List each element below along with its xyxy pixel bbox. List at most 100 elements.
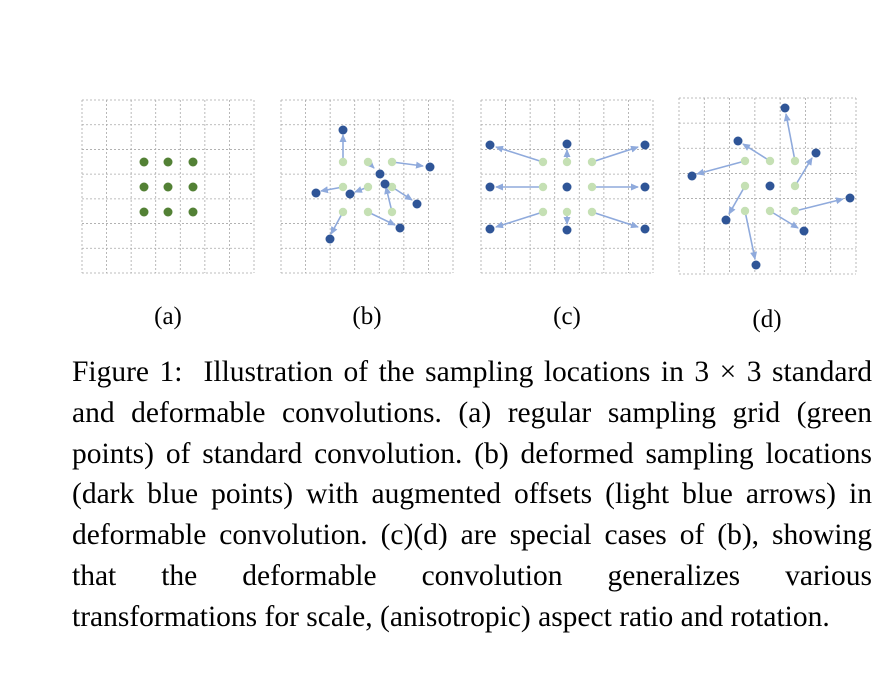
regular-point	[163, 157, 173, 167]
faded-point	[387, 157, 397, 167]
deformed-point	[640, 224, 650, 234]
regular-point	[163, 207, 173, 217]
deformed-point	[751, 260, 761, 270]
faded-point	[587, 207, 597, 217]
faded-point	[765, 156, 775, 166]
regular-point	[139, 157, 149, 167]
offset-arrows	[495, 145, 639, 229]
grid	[81, 99, 255, 274]
deformed-points	[485, 139, 650, 235]
faded-point	[338, 182, 348, 192]
offset-arrow	[769, 210, 799, 229]
deformed-point	[811, 148, 821, 158]
faded-point	[790, 181, 800, 191]
faded-point	[740, 206, 750, 216]
faded-point	[538, 157, 548, 167]
offset-arrows	[696, 113, 844, 260]
faded-point	[562, 207, 572, 217]
faded-point	[562, 157, 572, 167]
deformed-point	[425, 162, 435, 172]
faded-point	[387, 207, 397, 217]
deformed-points	[687, 103, 855, 270]
regular-point	[188, 182, 198, 192]
offset-arrow	[744, 210, 757, 260]
panel-label: (a)	[154, 303, 182, 330]
deformed-point	[338, 125, 348, 135]
faded-point	[538, 207, 548, 217]
regular-points	[139, 157, 198, 217]
offset-arrow	[742, 143, 771, 162]
deformed-points	[311, 125, 435, 244]
faded-point	[740, 181, 750, 191]
deformed-point	[687, 171, 697, 181]
deformed-point	[325, 234, 335, 244]
regular-point	[139, 207, 149, 217]
offset-arrow	[495, 145, 544, 163]
grid	[678, 97, 857, 275]
deformed-point	[485, 224, 495, 234]
deformed-point	[733, 136, 743, 146]
offset-arrow	[728, 185, 746, 215]
deformed-point	[380, 179, 390, 189]
faded-point	[363, 182, 373, 192]
regular-point	[139, 182, 149, 192]
offset-arrow	[794, 157, 813, 187]
panel-a: (a)	[81, 99, 255, 330]
regular-point	[188, 157, 198, 167]
faded-point	[790, 156, 800, 166]
deformed-point	[765, 181, 775, 191]
faded-point	[587, 157, 597, 167]
deformed-point	[412, 199, 422, 209]
offset-arrow	[794, 197, 844, 212]
regular-point	[163, 182, 173, 192]
offset-arrows	[320, 134, 424, 235]
deformed-point	[780, 103, 790, 113]
deformed-point	[311, 188, 321, 198]
offset-arrow	[696, 160, 746, 176]
faded-point	[363, 207, 373, 217]
offset-arrow	[591, 145, 639, 163]
figure-caption-label: Figure 1:	[72, 356, 183, 388]
deformed-point	[395, 223, 405, 233]
faded-point	[587, 182, 597, 192]
offset-arrow	[783, 113, 796, 162]
panel-label: (b)	[352, 303, 381, 330]
deformed-point	[640, 140, 650, 150]
faded-point	[338, 207, 348, 217]
offset-arrow	[495, 211, 544, 229]
faded-point	[740, 156, 750, 166]
deformed-point	[345, 189, 355, 199]
figure-caption: Figure 1: Illustration of the sampling l…	[72, 352, 872, 638]
faded-point	[338, 157, 348, 167]
offset-arrow	[384, 186, 393, 213]
figure-illustration: (a)	[81, 97, 857, 333]
deformed-point	[845, 193, 855, 203]
deformed-point	[562, 225, 572, 235]
deformed-point	[562, 182, 572, 192]
offset-arrow	[591, 211, 639, 229]
deformed-point	[799, 226, 809, 236]
deformed-point	[485, 140, 495, 150]
faded-point	[790, 206, 800, 216]
offset-arrow	[391, 161, 424, 169]
faded-regular-points	[338, 157, 397, 217]
faded-point	[363, 157, 373, 167]
deformed-point	[375, 169, 385, 179]
faded-point	[387, 182, 397, 192]
panel-label: (c)	[553, 303, 581, 330]
grid	[280, 99, 454, 274]
deformed-point	[721, 215, 731, 225]
faded-regular-points	[740, 156, 800, 216]
deformed-point	[640, 182, 650, 192]
panel-b: (b)	[280, 99, 454, 330]
deformed-point	[485, 182, 495, 192]
offset-arrow	[367, 211, 396, 226]
panel-label: (d)	[752, 306, 781, 333]
faded-point	[765, 206, 775, 216]
faded-point	[538, 182, 548, 192]
panel-d: (d)	[678, 97, 857, 333]
panel-c: (c)	[480, 99, 654, 330]
faded-regular-points	[538, 157, 597, 217]
deformed-point	[562, 139, 572, 149]
figure-caption-text: Illustration of the sampling locations i…	[72, 356, 872, 633]
